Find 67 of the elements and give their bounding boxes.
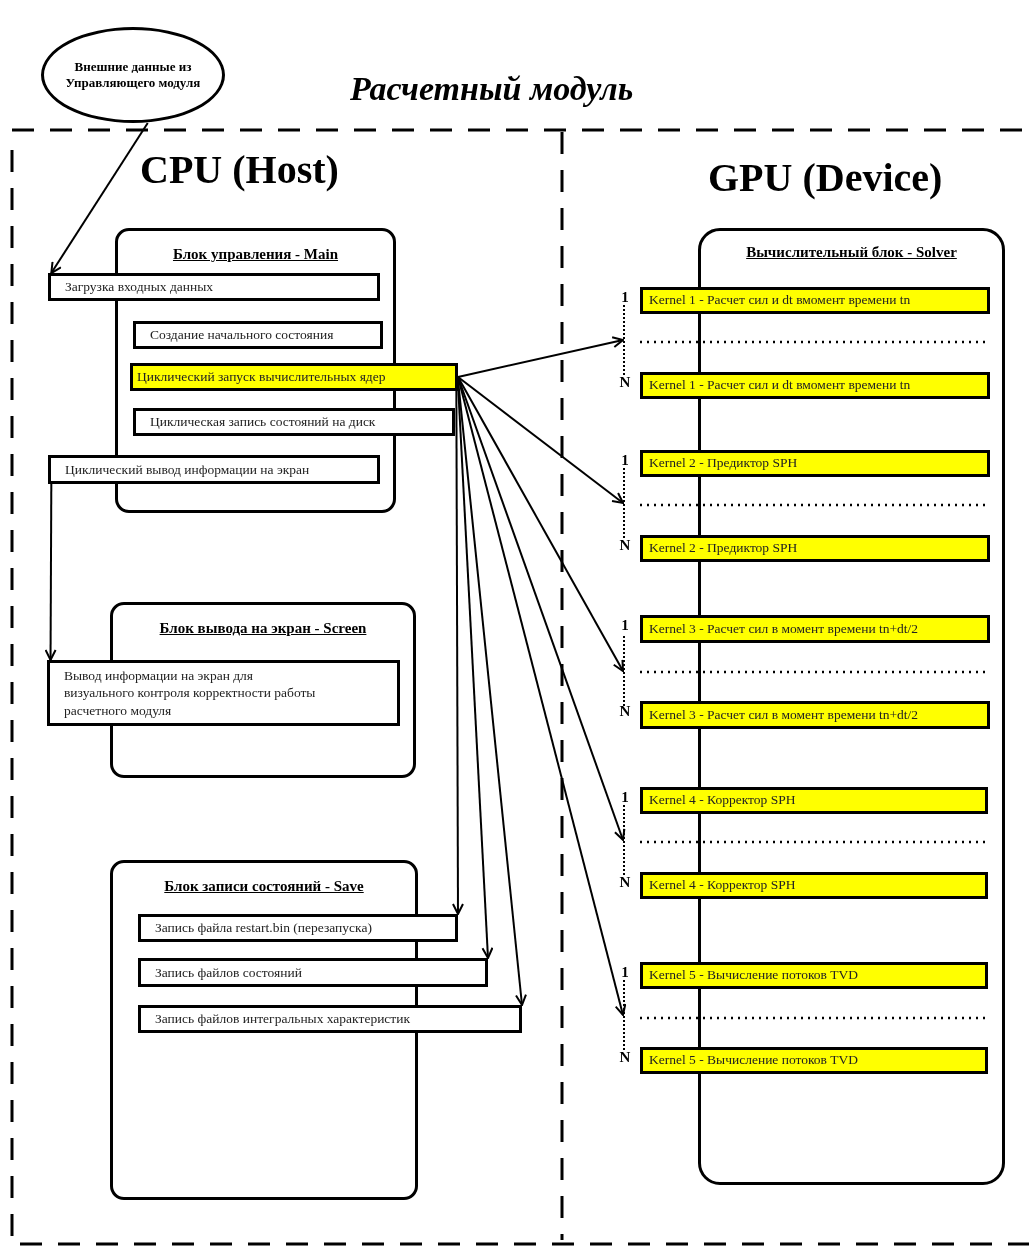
node-text: Kernel 4 - Корректор SPH — [649, 791, 796, 810]
process-box — [133, 321, 383, 349]
process-box — [48, 273, 380, 301]
node-text: Kernel 5 - Вычисление потоков TVD — [649, 1051, 859, 1070]
iteration-label: 1 — [620, 453, 630, 468]
node-text: Запись файлов состояний — [155, 963, 302, 982]
node-text: Kernel 1 - Расчет сил и dt вмомент времени tn — [649, 376, 911, 395]
iteration-label: 1 — [620, 290, 630, 305]
arrow — [451, 390, 464, 915]
iteration-label: N — [619, 375, 631, 390]
block-title: Вычислительный блок - Solver — [746, 243, 957, 262]
range-bracket — [623, 980, 627, 1050]
section-heading: CPU (Host) — [140, 150, 339, 190]
kernel-box — [640, 872, 988, 899]
kernel-box — [640, 615, 990, 643]
node-text: Циклическая запись состояний на диск — [150, 413, 376, 431]
process-box — [47, 660, 400, 726]
kernel-box — [640, 787, 988, 814]
process-box — [48, 455, 380, 484]
process-box — [138, 914, 458, 942]
block-title: Блок записи состояний - Save — [164, 877, 364, 896]
node-text: Kernel 3 - Расчет сил в момент времени tn+dt/2 — [649, 705, 919, 724]
range-bracket — [623, 805, 627, 875]
iteration-label: N — [619, 538, 631, 553]
node-text: Запись файла restart.bin (перезапуска) — [155, 919, 372, 937]
section-heading: GPU (Device) — [708, 158, 943, 198]
kernel-box — [640, 372, 990, 399]
node-text: Циклический вывод информации на экран — [65, 460, 310, 479]
iteration-label: 1 — [620, 965, 630, 980]
kernel-box — [640, 287, 990, 314]
block-title: Блок вывода на экран - Screen — [159, 619, 367, 638]
process-box — [138, 958, 488, 987]
node-text: Загрузка входных данных — [65, 278, 214, 296]
node-text: Циклический запуск вычислительных ядер — [137, 367, 386, 386]
node-text: Kernel 5 - Вычисление потоков TVD — [649, 966, 859, 985]
range-bracket — [623, 305, 627, 375]
arrow — [457, 376, 624, 504]
iteration-label: N — [619, 704, 631, 719]
kernel-box — [640, 535, 990, 562]
arrow — [457, 378, 527, 1006]
node-text: Вывод информации на экран для визуального контроля корректности работы расчетного модуля — [64, 666, 317, 720]
node-text: Запись файлов интегральных характеристик — [155, 1010, 411, 1028]
diagram-title: Расчетный модуль — [350, 72, 634, 106]
kernel-box — [640, 701, 990, 729]
iteration-label: N — [619, 1050, 631, 1065]
node-text: Kernel 2 - Предиктор SPH — [649, 539, 798, 558]
node-text: Создание начального состояния — [150, 326, 334, 344]
iteration-label: 1 — [620, 790, 630, 805]
iteration-label: N — [619, 875, 631, 890]
node-text: Внешние данные из Управляющего модуля — [64, 58, 202, 92]
range-bracket — [623, 468, 627, 538]
iteration-label: 1 — [620, 618, 630, 633]
kernel-box — [640, 962, 988, 989]
arrow — [457, 336, 624, 378]
kernel-box — [640, 1047, 988, 1074]
arrow — [50, 122, 149, 274]
process-box — [133, 408, 455, 436]
range-bracket — [623, 636, 627, 706]
node-text: Kernel 4 - Корректор SPH — [649, 876, 796, 895]
node-text: Kernel 1 - Расчет сил и dt вмомент времени tn — [649, 291, 911, 310]
arrow — [44, 483, 57, 661]
process-box — [138, 1005, 522, 1033]
kernel-box — [640, 450, 990, 477]
node-text: Kernel 2 - Предиктор SPH — [649, 454, 798, 473]
node-text: Kernel 3 - Расчет сил в момент времени tn+dt/2 — [649, 619, 919, 638]
process-box — [130, 363, 458, 391]
block-title: Блок управления - Main — [172, 245, 339, 264]
